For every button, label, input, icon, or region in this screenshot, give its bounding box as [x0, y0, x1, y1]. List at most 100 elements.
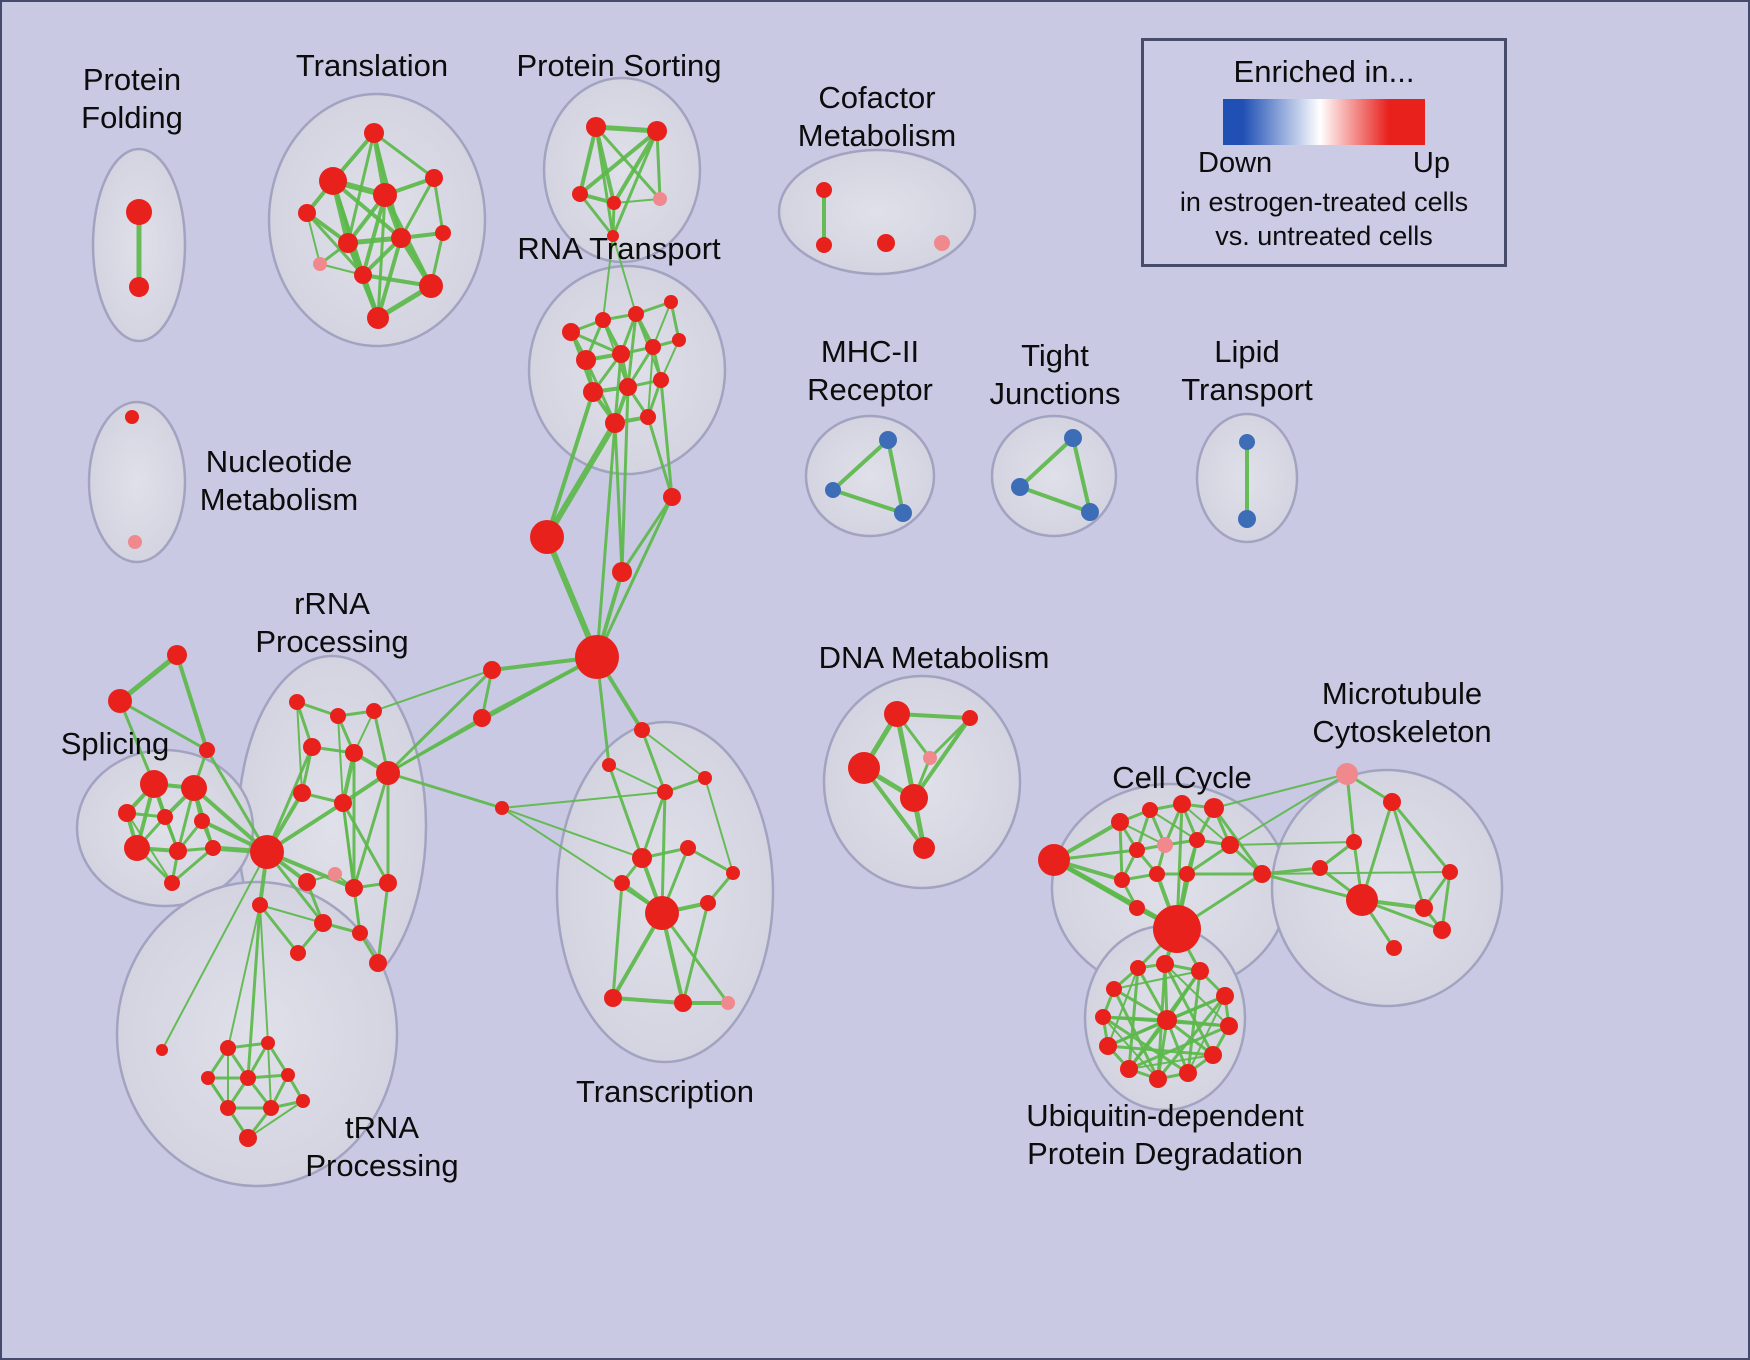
legend-caption: in estrogen-treated cells vs. untreated …	[1144, 185, 1504, 253]
network-edge	[1261, 871, 1451, 875]
network-node	[473, 709, 491, 727]
cluster-label-line: Cell Cycle	[1112, 760, 1252, 795]
network-node	[1179, 866, 1195, 882]
network-node	[1216, 987, 1234, 1005]
network-edge	[247, 1100, 304, 1139]
network-edge	[1345, 772, 1356, 844]
network-node	[698, 771, 712, 785]
network-node	[298, 204, 316, 222]
network-node	[140, 770, 168, 798]
legend-down-label: Down	[1198, 147, 1273, 179]
network-edge	[613, 198, 661, 204]
cluster-ellipse-nucleotide-metabolism	[87, 400, 187, 564]
network-node	[1386, 940, 1402, 956]
legend-caption-line2: vs. untreated cells	[1215, 221, 1433, 251]
network-edge	[337, 715, 344, 804]
network-node	[923, 751, 937, 765]
network-edge	[659, 378, 674, 499]
network-node	[1038, 844, 1070, 876]
network-node	[647, 121, 667, 141]
network-edge	[1071, 436, 1092, 514]
network-node	[240, 1070, 256, 1086]
network-node	[1064, 429, 1082, 447]
network-node	[330, 708, 346, 724]
network-node	[607, 230, 619, 242]
network-edge	[501, 807, 643, 859]
network-node	[364, 123, 384, 143]
network-node	[281, 1068, 295, 1082]
network-node	[1346, 834, 1362, 850]
network-node	[1173, 795, 1191, 813]
network-edge	[578, 125, 598, 196]
network-edge	[544, 420, 618, 540]
network-node	[1442, 864, 1458, 880]
network-edge	[1156, 994, 1227, 1081]
network-edge	[1187, 995, 1226, 1074]
network-node	[1157, 1010, 1177, 1030]
cluster-label-line: Splicing	[61, 726, 170, 761]
network-edge	[1360, 800, 1394, 902]
network-node	[632, 848, 652, 868]
network-node	[602, 758, 616, 772]
cluster-label-line: tRNA	[345, 1110, 419, 1145]
network-edge	[259, 904, 269, 1044]
network-edge	[607, 763, 644, 860]
network-node	[1179, 1064, 1197, 1082]
network-node	[674, 994, 692, 1012]
network-node	[894, 504, 912, 522]
network-node	[900, 784, 928, 812]
network-edge	[352, 771, 390, 890]
network-node	[1191, 962, 1209, 980]
network-edge	[831, 488, 905, 515]
network-edge	[1018, 485, 1092, 514]
network-edge	[593, 124, 660, 134]
network-node	[605, 413, 625, 433]
network-node	[205, 840, 221, 856]
network-node	[495, 801, 509, 815]
network-edge	[578, 129, 659, 196]
network-edge	[305, 211, 365, 277]
network-node	[628, 306, 644, 322]
cluster-label-line: RNA Transport	[517, 231, 721, 266]
network-node	[614, 875, 630, 891]
network-node	[1081, 503, 1099, 521]
network-edge	[259, 904, 324, 924]
network-edge	[1113, 970, 1201, 990]
network-node	[884, 701, 910, 727]
network-node	[1383, 793, 1401, 811]
network-node	[816, 182, 832, 198]
network-edge	[655, 129, 662, 201]
network-edge	[361, 193, 387, 277]
network-node	[201, 1071, 215, 1085]
network-node	[619, 378, 637, 396]
network-node	[252, 897, 268, 913]
network-edge	[608, 764, 666, 793]
network-node	[1239, 434, 1255, 450]
legend-box: Enriched in... Down Up in estrogen-treat…	[1141, 38, 1507, 267]
network-node	[129, 277, 149, 297]
network-node	[354, 266, 372, 284]
network-node	[680, 840, 696, 856]
network-edge	[399, 176, 436, 240]
cluster-label-line: Cytoskeleton	[1312, 714, 1491, 749]
cluster-label-line: Metabolism	[798, 118, 957, 153]
network-node	[483, 661, 501, 679]
network-edge	[117, 652, 180, 704]
network-node	[595, 312, 611, 328]
network-node	[290, 945, 306, 961]
network-node	[1312, 860, 1328, 876]
network-edge	[912, 716, 972, 800]
network-node	[1095, 1009, 1111, 1025]
network-edge	[611, 996, 685, 1005]
network-edge	[1127, 1024, 1231, 1071]
network-node	[576, 350, 596, 370]
network-node	[125, 410, 139, 424]
network-node	[298, 873, 316, 891]
network-node	[379, 874, 397, 892]
